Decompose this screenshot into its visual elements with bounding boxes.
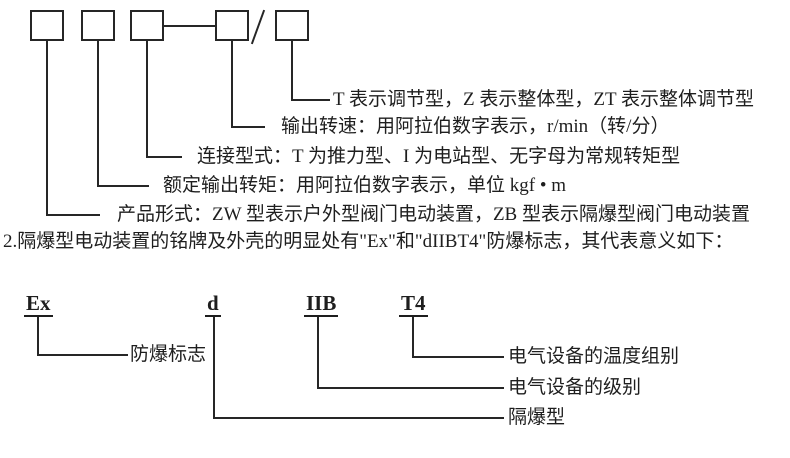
code-box-1 [30, 10, 64, 41]
note-paragraph: 2.隔爆型电动装置的铭牌及外壳的明显处有"Ex"和"dIIBT4"防爆标志，其代… [3, 231, 734, 252]
code-ex: Ex [24, 291, 53, 317]
leader-rated-torque: 额定输出转矩：用阿拉伯数字表示，单位 kgf • m [163, 175, 567, 196]
slash-separator [250, 9, 266, 45]
code-box-3 [130, 10, 164, 41]
meaning-flameproof-type: 隔爆型 [508, 407, 566, 428]
leader-product-form: 产品形式：ZW 型表示户外型阀门电动装置，ZB 型表示隔爆型阀门电动装置 [117, 204, 750, 225]
code-box-4 [215, 10, 249, 41]
meaning-temperature-group: 电气设备的温度组别 [508, 346, 680, 367]
meaning-ex-mark: 防爆标志 [130, 344, 207, 365]
meaning-equipment-class: 电气设备的级别 [508, 377, 642, 398]
code-box-5 [275, 10, 309, 41]
leader-connection-type: 连接型式：T 为推力型、I 为电站型、无字母为常规转矩型 [197, 146, 681, 167]
code-d: d [205, 291, 221, 317]
code-iib: IIB [304, 291, 339, 317]
code-t4: T4 [399, 291, 428, 317]
leader-output-speed: 输出转速：用阿拉伯数字表示，r/min（转/分） [281, 116, 670, 137]
code-box-2 [81, 10, 115, 41]
leader-regulation-type: T 表示调节型，Z 表示整体型，ZT 表示整体调节型 [333, 89, 754, 110]
